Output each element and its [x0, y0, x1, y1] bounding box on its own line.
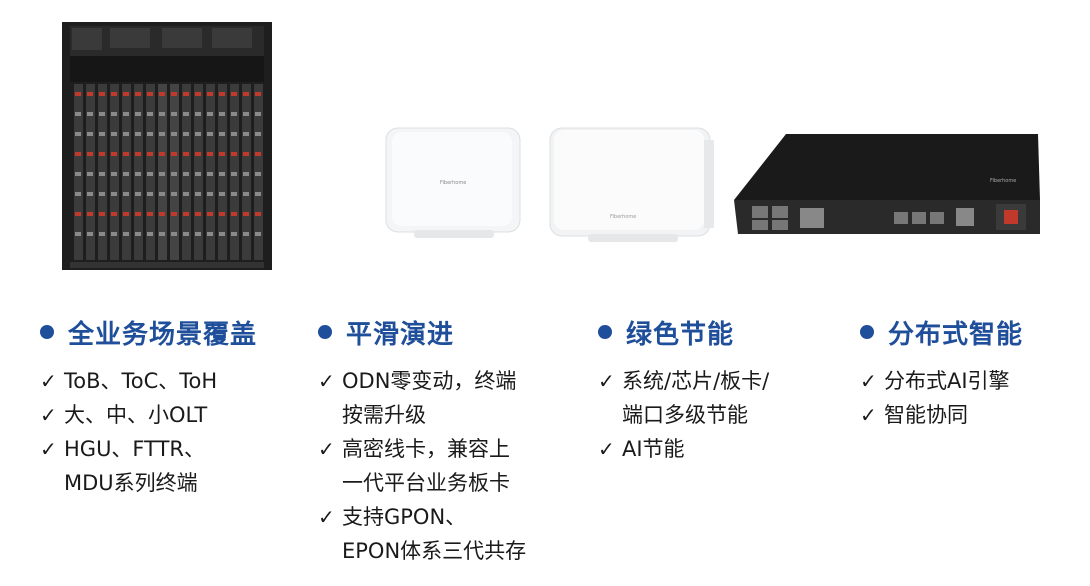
feature-list: ✓系统/芯片/板卡/ 端口多级节能 ✓AI节能 — [598, 364, 769, 466]
feature-list: ✓分布式AI引擎 ✓智能协同 — [860, 364, 1023, 432]
bullet-icon — [318, 325, 332, 339]
bullet-icon — [860, 325, 874, 339]
chassis-olt-image — [62, 22, 272, 270]
check-icon: ✓ — [318, 437, 335, 461]
column-title: 全业务场景覆盖 — [68, 319, 258, 350]
check-icon: ✓ — [860, 403, 877, 427]
svg-text:Fiberhome: Fiberhome — [440, 180, 466, 186]
list-item: ✓HGU、FTTR、 MDU系列终端 — [40, 432, 257, 500]
column-header: 全业务场景覆盖 — [40, 312, 257, 352]
feature-list: ✓ToB、ToC、ToH ✓大、中、小OLT ✓HGU、FTTR、 MDU系列终… — [40, 364, 257, 500]
check-icon: ✓ — [40, 403, 57, 427]
bullet-icon — [40, 325, 54, 339]
column-header: 绿色节能 — [598, 312, 769, 352]
white-router-right-image: Fiberhome — [548, 126, 718, 246]
white-router-left-image: Fiberhome — [384, 126, 524, 242]
svg-text:Fiberhome: Fiberhome — [990, 178, 1016, 184]
list-item: ✓支持GPON、 EPON体系三代共存 — [318, 500, 526, 568]
column-title: 平滑演进 — [346, 319, 455, 350]
list-item: ✓大、中、小OLT — [40, 398, 257, 432]
bullet-icon — [598, 325, 612, 339]
column-title: 绿色节能 — [626, 319, 735, 350]
feature-list: ✓ODN零变动，终端 按需升级 ✓高密线卡，兼容上 一代平台业务板卡 ✓支持GP… — [318, 364, 526, 568]
svg-text:Fiberhome: Fiberhome — [610, 214, 636, 220]
column-title: 分布式智能 — [888, 319, 1024, 350]
list-item: ✓高密线卡，兼容上 一代平台业务板卡 — [318, 432, 526, 500]
column-header: 分布式智能 — [860, 312, 1023, 352]
feature-column-full-scenario: 全业务场景覆盖 ✓ToB、ToC、ToH ✓大、中、小OLT ✓HGU、FTTR… — [40, 312, 257, 500]
feature-column-green-energy: 绿色节能 ✓系统/芯片/板卡/ 端口多级节能 ✓AI节能 — [598, 312, 769, 466]
check-icon: ✓ — [598, 369, 615, 393]
list-item: ✓ToB、ToC、ToH — [40, 364, 257, 398]
feature-column-distributed-ai: 分布式智能 ✓分布式AI引擎 ✓智能协同 — [860, 312, 1023, 432]
check-icon: ✓ — [318, 369, 335, 393]
check-icon: ✓ — [318, 505, 335, 529]
check-icon: ✓ — [860, 369, 877, 393]
check-icon: ✓ — [40, 369, 57, 393]
feature-column-smooth-evolution: 平滑演进 ✓ODN零变动，终端 按需升级 ✓高密线卡，兼容上 一代平台业务板卡 … — [318, 312, 526, 568]
list-item: ✓智能协同 — [860, 398, 1023, 432]
rack-olt-image: Fiberhome — [734, 134, 1044, 238]
column-header: 平滑演进 — [318, 312, 526, 352]
check-icon: ✓ — [598, 437, 615, 461]
list-item: ✓系统/芯片/板卡/ 端口多级节能 — [598, 364, 769, 432]
check-icon: ✓ — [40, 437, 57, 461]
list-item: ✓AI节能 — [598, 432, 769, 466]
list-item: ✓ODN零变动，终端 按需升级 — [318, 364, 526, 432]
list-item: ✓分布式AI引擎 — [860, 364, 1023, 398]
